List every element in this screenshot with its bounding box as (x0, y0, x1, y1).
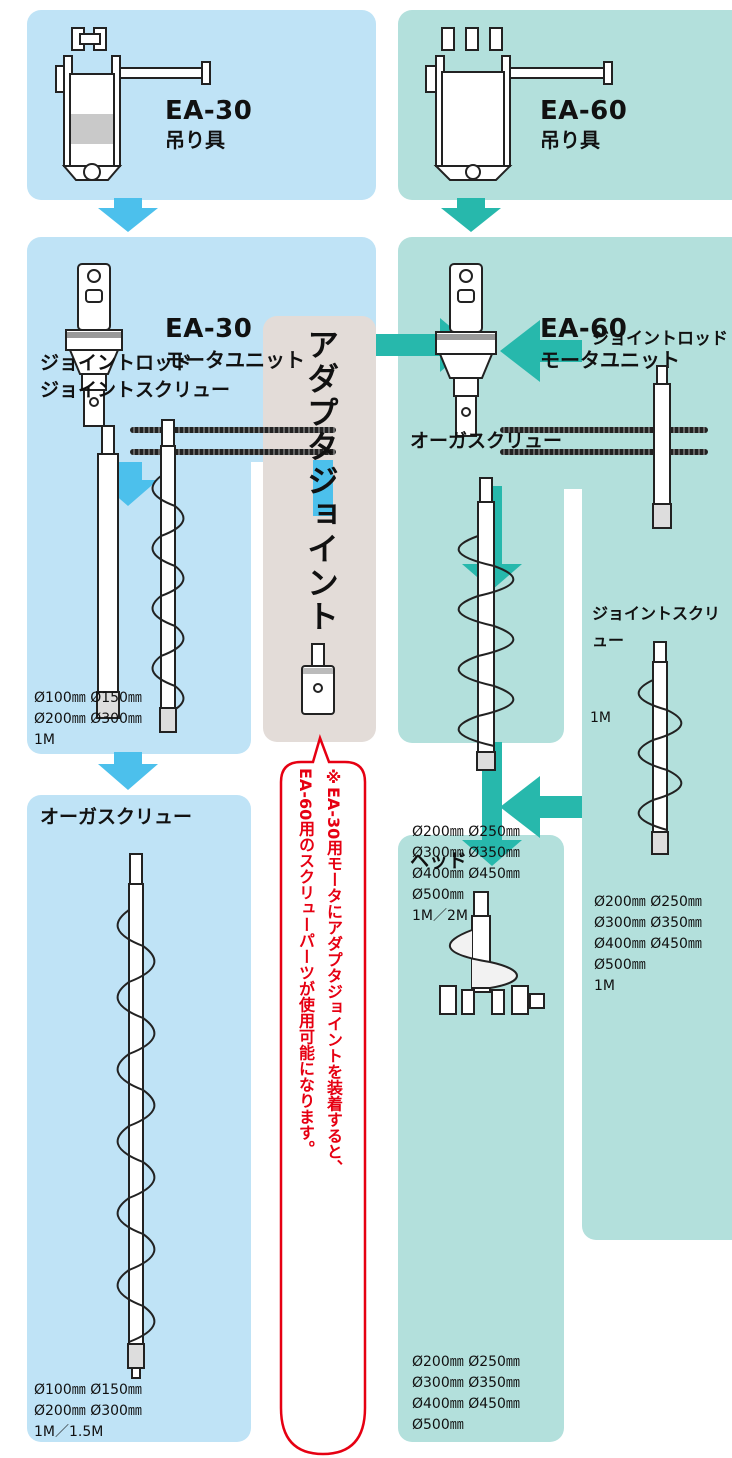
ea60-motor-drawing (435, 263, 497, 437)
ea30-motor-model: EA-30 (165, 314, 253, 344)
ea30-rod-screw-card (27, 342, 251, 754)
ea30-rod-screw-title: ジョイントロッド ジョイントスクリュー (40, 352, 231, 401)
ea30-hanger-drawing (55, 27, 211, 181)
ea60-head-drawing (439, 891, 545, 1015)
ea30-auger-title: オーガスクリュー (40, 806, 193, 828)
note-balloon (279, 734, 367, 1456)
ea60-auger-specs: Ø200㎜ Ø250㎜ Ø300㎜ Ø350㎜ Ø400㎜ Ø450㎜ Ø500… (412, 824, 520, 924)
ea60-motor-model: EA-60 (540, 314, 628, 344)
ea30-hanger-model: EA-30 (165, 96, 253, 126)
ea60-hose-2 (500, 449, 708, 455)
arrow-left-teal (500, 320, 540, 382)
connector-joint-screw (536, 796, 582, 818)
ea30-auger-specs: Ø100㎜ Ø150㎜ Ø200㎜ Ø300㎜ 1M／1.5M (34, 1382, 142, 1440)
ea60-hanger-drawing (425, 27, 613, 181)
ea60-joint-screw-title: ジョイントスクリュー (592, 604, 721, 650)
ea60-head-title: ヘッド (410, 850, 468, 872)
arrow-down-teal (441, 198, 501, 232)
ea60-joint-screw-drawing (637, 641, 683, 855)
ea30-joint-screw-drawing (151, 419, 185, 733)
ea60-auger-title: オーガスクリュー (410, 430, 563, 452)
ea60-hanger-label: 吊り具 (540, 128, 600, 152)
ea30-joint-rod-drawing (96, 425, 120, 719)
connector-to-adapter (313, 460, 333, 516)
ea60-hanger-model: EA-60 (540, 96, 628, 126)
ea60-head-specs: Ø200㎜ Ø250㎜ Ø300㎜ Ø350㎜ Ø400㎜ Ø450㎜ Ø500… (412, 1354, 520, 1433)
ea60-joint-rod-specs: 1M (590, 710, 611, 726)
ea30-auger-drawing (116, 853, 156, 1379)
note-line2: EA-60用のスクリューパーツが使用可能になります。 (296, 768, 315, 1157)
arrow-down-teal-3 (462, 840, 522, 866)
ea30-hose-1 (130, 427, 336, 433)
adapter-drawing (301, 643, 335, 715)
ea60-hose-1 (500, 427, 708, 433)
connector-joint-rod (536, 340, 582, 362)
ea30-motor-label: モータユニット (165, 348, 305, 372)
ea30-hose-2 (130, 449, 336, 455)
ea30-motor-drawing (65, 263, 123, 427)
adapter-title: アダプタジョイント (302, 328, 340, 634)
ea60-auger-drawing (457, 477, 515, 771)
connector-adapter-to-auger (376, 334, 442, 356)
ea30-rod-screw-specs: Ø100㎜ Ø150㎜ Ø200㎜ Ø300㎜ 1M (34, 690, 142, 748)
ea60-joint-screw-specs: Ø200㎜ Ø250㎜ Ø300㎜ Ø350㎜ Ø400㎜ Ø450㎜ Ø500… (594, 894, 702, 994)
arrow-left-teal-2 (500, 776, 540, 838)
note-line1: ※EA-30用モータにアダプタジョイントを装着すると、 (324, 768, 343, 1176)
ea30-hanger-label: 吊り具 (165, 128, 225, 152)
ea60-joint-rod-drawing (652, 365, 672, 529)
ea60-joint-rod-title: ジョイントロッド (592, 329, 728, 349)
